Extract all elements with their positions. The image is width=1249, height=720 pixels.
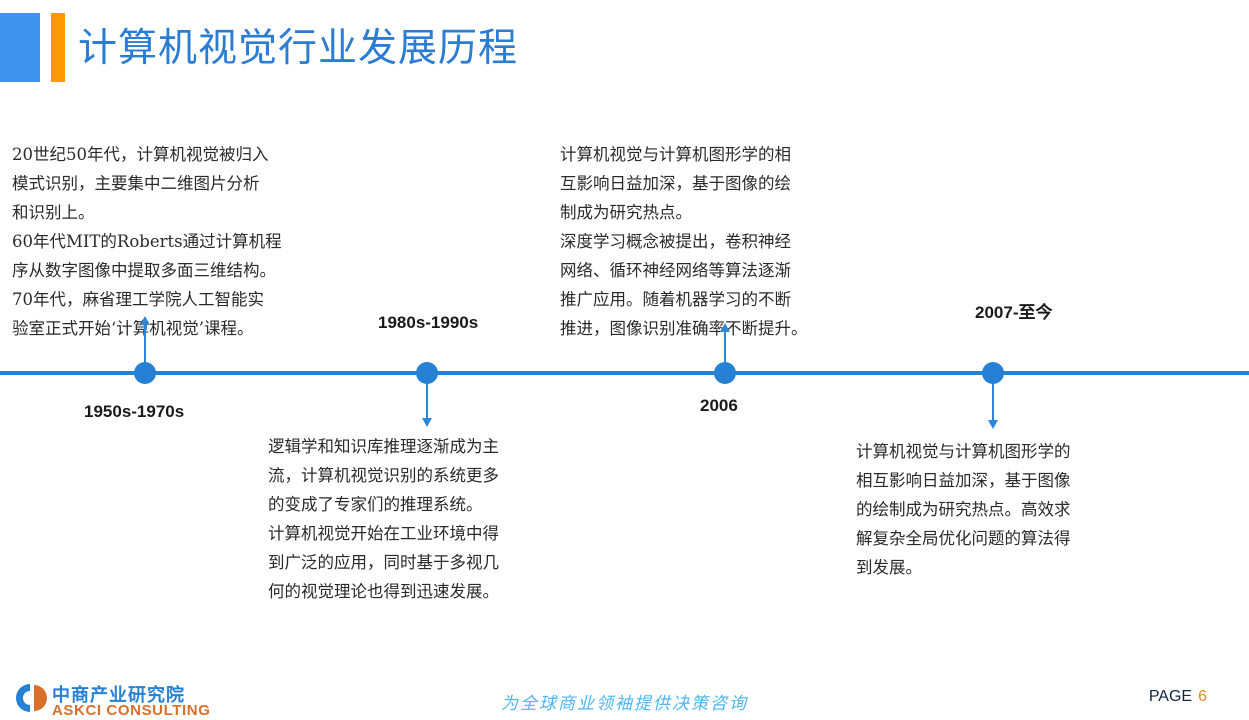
askci-logo-icon: [8, 681, 48, 715]
timeline-connector-1: [144, 324, 146, 364]
timeline-label-2: 1980s-1990s: [378, 313, 479, 332]
page-title: 计算机视觉行业发展历程: [78, 26, 519, 71]
timeline-arrowhead-up-1: [140, 316, 150, 325]
era-description-2006: 计算机视觉与计算机图形学的相 互影响日益加深，基于图像的绘 制成为研究热点。 深…: [560, 145, 808, 338]
timeline-node-3[interactable]: [714, 362, 736, 384]
header-accent-orange-bar: [51, 13, 65, 82]
footer-brand-chinese: 中商产业研究院: [52, 685, 185, 705]
footer-tagline: 为全球商业领袖提供决策咨询: [501, 694, 748, 714]
era-description-2007-present: 计算机视觉与计算机图形学的 相互影响日益加深，基于图像 的绘制成为研究热点。高效…: [856, 442, 1071, 577]
timeline-connector-4: [992, 380, 994, 422]
era-description-1950s-1970s: 20世纪50年代，计算机视觉被归入 模式识别，主要集中二维图片分析 和识别上。 …: [12, 145, 282, 338]
timeline-node-4[interactable]: [982, 362, 1004, 384]
timeline-label-4: 2007-至今: [975, 303, 1053, 322]
footer-page-value: 6: [1198, 688, 1207, 705]
footer-page-label: PAGE: [1148, 688, 1193, 705]
timeline-connector-3: [724, 331, 726, 365]
era-description-1980s-1990s: 逻辑学和知识库推理逐渐成为主 流，计算机视觉识别的系统更多 的变成了专家们的推理…: [268, 437, 499, 601]
timeline-arrowhead-up-3: [720, 323, 730, 332]
timeline-label-3: 2006: [700, 396, 738, 415]
timeline-axis: [0, 371, 1249, 375]
timeline-arrowhead-down-2: [422, 418, 432, 427]
timeline-arrowhead-down-4: [988, 420, 998, 429]
footer-brand-english: ASKCI CONSULTING: [52, 702, 211, 719]
timeline-connector-2: [426, 380, 428, 420]
timeline-label-1: 1950s-1970s: [84, 402, 185, 421]
timeline-node-1[interactable]: [134, 362, 156, 384]
footer-page-number: PAGE 6: [1149, 688, 1207, 706]
timeline-node-2[interactable]: [416, 362, 438, 384]
header-accent-blue-bar: [0, 13, 40, 82]
